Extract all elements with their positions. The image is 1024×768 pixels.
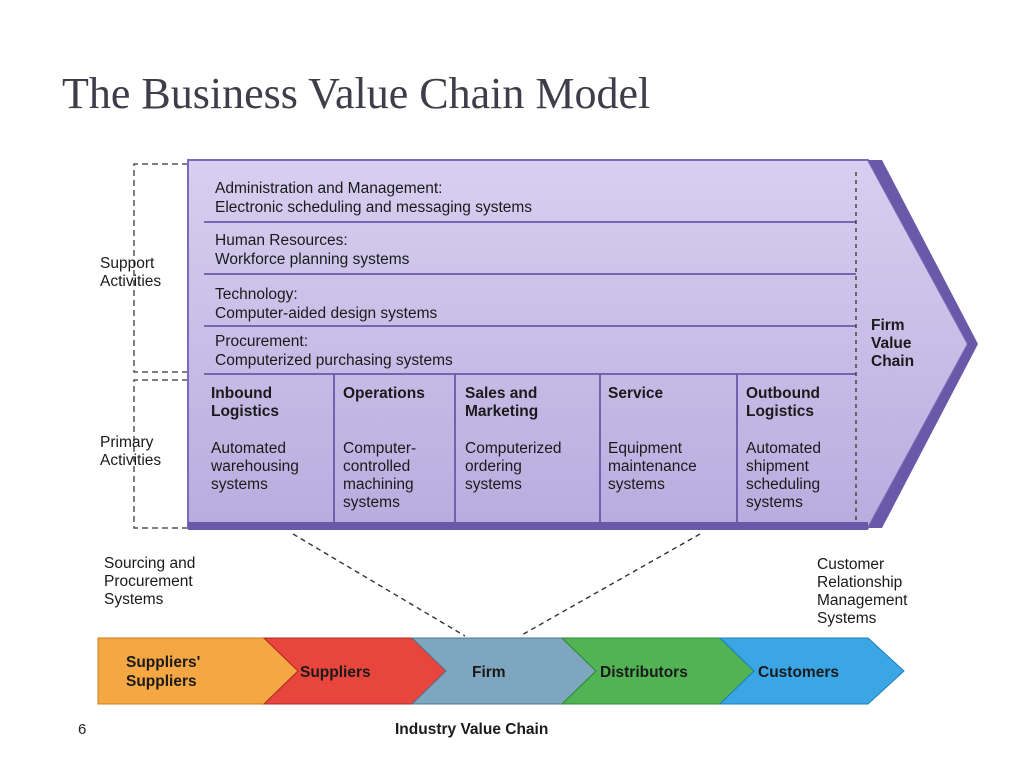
connector-lines (292, 533, 701, 637)
primary-col-heading: Operations (343, 385, 425, 402)
primary-col-system: systems (746, 494, 803, 511)
primary-col-system: Computerized (465, 440, 562, 457)
primary-col-heading: Logistics (211, 403, 279, 420)
primary-activities-label: Activities (100, 452, 161, 469)
support-row-heading: Administration and Management: (215, 180, 442, 197)
primary-col-system: Equipment (608, 440, 683, 457)
primary-col-heading: Inbound (211, 385, 272, 402)
support-row-dividers (204, 221, 856, 375)
primary-col-system: ordering (465, 458, 522, 475)
primary-col-heading: Service (608, 385, 664, 402)
primary-col-system: systems (211, 476, 268, 493)
primary-col-system: systems (343, 494, 400, 511)
support-activities-label: Activities (100, 273, 161, 290)
support-row-system: Electronic scheduling and messaging syst… (215, 199, 532, 216)
primary-col-heading: Marketing (465, 403, 538, 420)
primary-col-heading: Outbound (746, 385, 820, 402)
sourcing-label: Procurement (104, 573, 193, 590)
primary-col-system: Automated (211, 440, 286, 457)
industry-arrow-label: Customers (758, 664, 839, 681)
industry-arrow-label: Suppliers (126, 673, 197, 690)
sourcing-label: Sourcing and (104, 555, 195, 572)
industry-arrow-label: Suppliers (300, 664, 371, 681)
crm-label: Systems (817, 610, 877, 627)
industry-arrow-label: Suppliers' (126, 654, 200, 671)
industry-value-chain-label: Industry Value Chain (395, 721, 548, 738)
support-row-heading: Technology: (215, 286, 298, 303)
crm-label: Customer (817, 556, 884, 573)
page-number: 6 (78, 721, 87, 738)
firm-value-chain-label: Chain (871, 353, 914, 370)
firm-value-chain-label: Value (871, 335, 912, 352)
support-row-system: Computer-aided design systems (215, 305, 438, 322)
primary-col-system: Computer- (343, 440, 416, 457)
industry-arrow-label: Firm (472, 664, 506, 681)
support-activities-label: Support (100, 255, 155, 272)
firm-value-chain-label: Firm (871, 317, 905, 334)
support-row-heading: Human Resources: (215, 232, 348, 249)
primary-col-system: Automated (746, 440, 821, 457)
primary-col-heading: Logistics (746, 403, 814, 420)
support-row-system: Workforce planning systems (215, 251, 410, 268)
primary-col-system: shipment (746, 458, 810, 475)
chain-bottom-edge (188, 522, 868, 530)
primary-col-heading: Sales and (465, 385, 537, 402)
support-row-heading: Procurement: (215, 333, 308, 350)
primary-col-system: scheduling (746, 476, 820, 493)
support-row-system: Computerized purchasing systems (215, 352, 453, 369)
primary-activities-label: Primary (100, 434, 154, 451)
primary-col-system: warehousing (210, 458, 299, 475)
primary-col-system: controlled (343, 458, 410, 475)
primary-col-system: systems (465, 476, 522, 493)
industry-arrow-label: Distributors (600, 664, 688, 681)
primary-col-dividers (333, 374, 738, 522)
industry-arrow-suppliers-suppliers (97, 637, 299, 705)
industry-arrow-customers (718, 637, 905, 705)
primary-col-system: systems (608, 476, 665, 493)
sourcing-label: Systems (104, 591, 164, 608)
crm-label: Management (817, 592, 908, 609)
primary-col-system: maintenance (608, 458, 697, 475)
primary-col-system: machining (343, 476, 414, 493)
page-title: The Business Value Chain Model (62, 69, 651, 118)
industry-value-chain (97, 637, 905, 705)
crm-label: Relationship (817, 574, 902, 591)
